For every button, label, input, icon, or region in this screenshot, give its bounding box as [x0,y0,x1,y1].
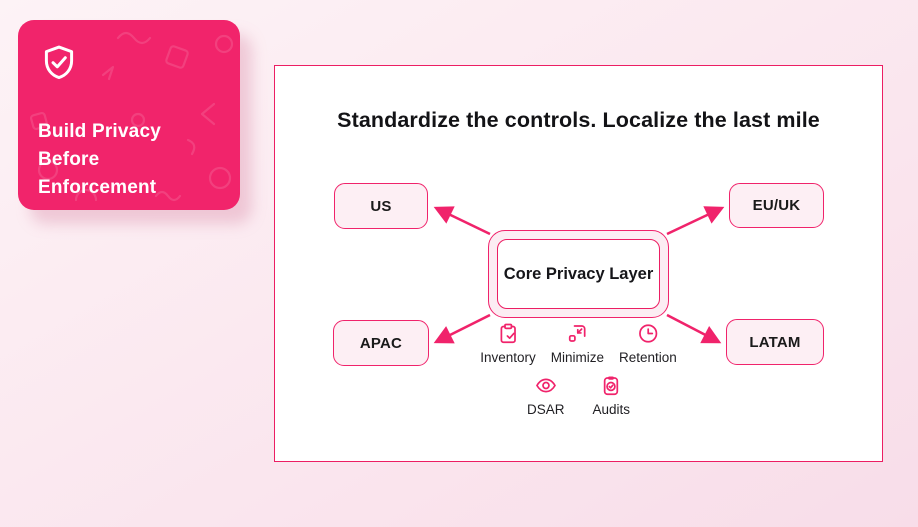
shield-check-icon [44,45,74,80]
control-label-retention: Retention [619,350,677,365]
region-label-euuk: EU/UK [752,197,801,214]
control-minimize: Minimize [551,322,604,365]
promo-card-title: Build Privacy Before Enforcement [38,121,161,198]
doodle-pattern [30,31,234,202]
control-label-minimize: Minimize [550,350,604,365]
clock-icon [638,324,657,343]
controls-row-1: Inventory Minimize Retention [480,322,677,365]
region-box-apac: APAC [333,320,429,366]
region-box-euuk: EU/UK [729,183,824,228]
eye-icon [535,378,556,393]
diagram-panel: Standardize the controls. Localize the l… [274,65,883,462]
core-privacy-layer-inner: Core Privacy Layer [497,239,660,309]
core-privacy-layer-label: Core Privacy Layer [503,264,654,283]
control-audits: Audits [592,374,630,417]
region-label-latam: LATAM [749,333,801,351]
region-label-us: US [370,197,392,215]
core-privacy-layer-box: Core Privacy Layer [488,230,669,318]
region-label-apac: APAC [359,334,403,352]
control-dsar: DSAR [526,374,565,417]
control-label-inventory: Inventory [480,350,536,365]
control-retention: Retention [619,322,677,365]
control-inventory: Inventory [480,322,536,365]
controls-row-2: DSAR Audits [527,374,630,417]
diagram-title: Standardize the controls. Localize the l… [337,108,820,132]
promo-card: Build Privacy Before Enforcement [18,20,240,210]
region-box-us: US [334,183,428,229]
region-box-latam: LATAM [726,319,824,365]
clipboard-check-icon [500,323,516,344]
clipboard-audit-icon [604,376,619,396]
control-label-dsar: DSAR [526,402,565,417]
minimize-icon [569,325,586,342]
control-label-audits: Audits [592,402,631,417]
